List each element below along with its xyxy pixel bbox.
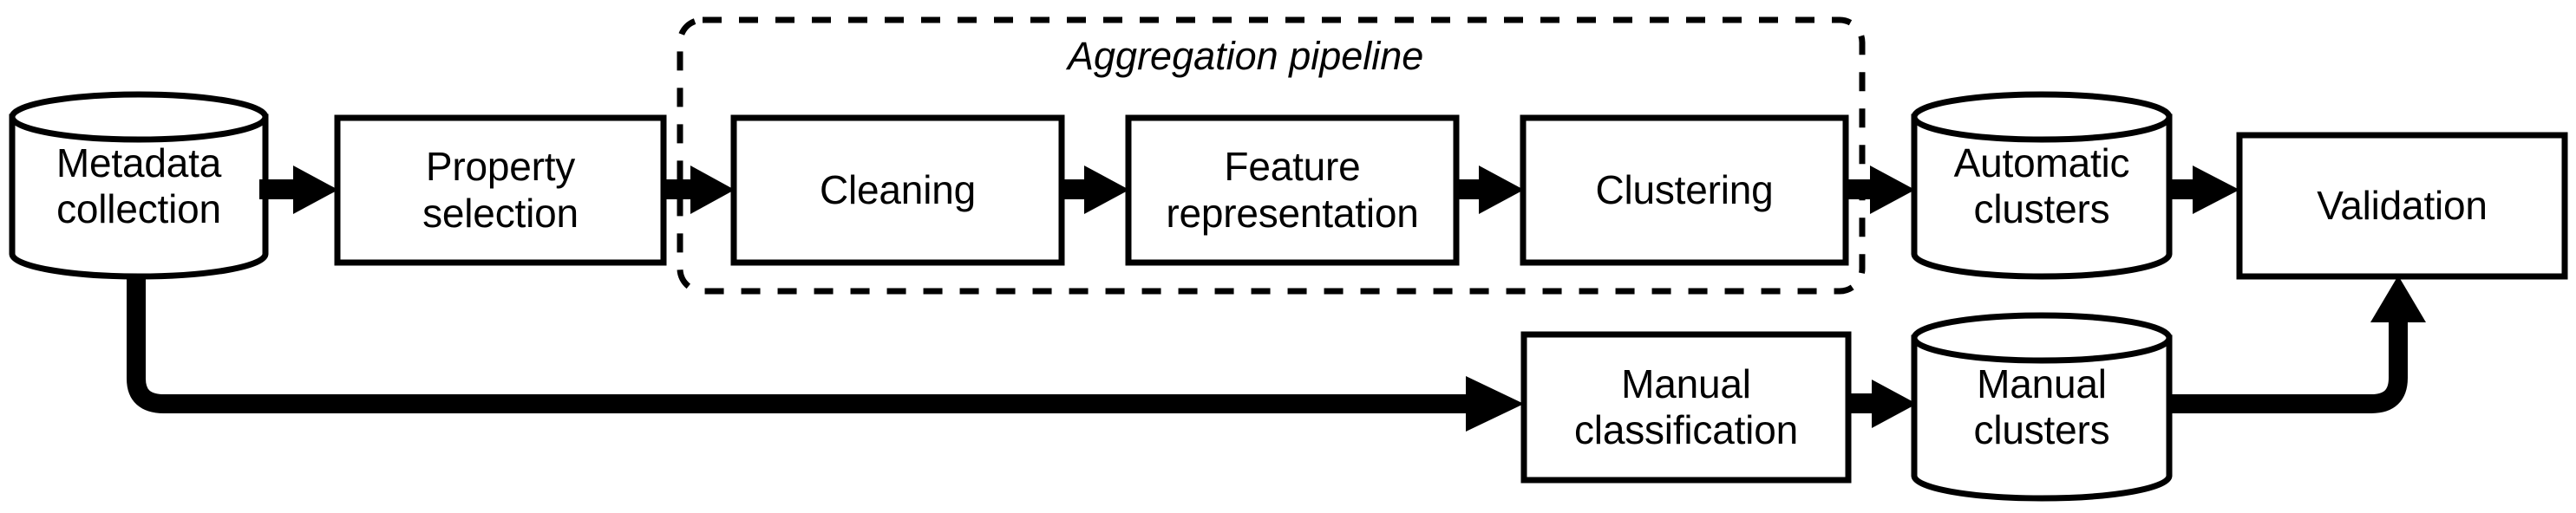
aggregation-pipeline-group-box xyxy=(677,16,1866,295)
node-validation xyxy=(2236,132,2568,280)
edge-manual-clusters-to-validation-head xyxy=(2370,276,2426,322)
edge-metadata-to-manual-classification xyxy=(127,260,1474,413)
edge-metadata-to-property-selection xyxy=(259,166,338,214)
node-feature-representation xyxy=(1125,114,1460,266)
node-property-selection xyxy=(334,114,667,266)
edge-cleaning-to-feature-representation xyxy=(1062,166,1129,214)
edge-automatic-clusters-to-validation xyxy=(2167,166,2239,214)
edge-manual-classification-to-manual-clusters xyxy=(1847,380,1917,428)
edge-property-selection-to-cleaning xyxy=(663,166,735,214)
edge-manual-clusters-to-validation xyxy=(2142,316,2408,413)
node-metadata-collection xyxy=(9,91,269,280)
edge-metadata-to-manual-classification-head xyxy=(1466,376,1524,432)
edge-clustering-to-automatic-clusters xyxy=(1846,166,1915,214)
edge-feature-representation-to-clustering xyxy=(1456,166,1524,214)
node-clustering xyxy=(1520,114,1849,266)
node-manual-classification xyxy=(1520,331,1852,484)
node-automatic-clusters xyxy=(1911,91,2173,280)
aggregation-pipeline-label: Aggregation pipeline xyxy=(1068,34,1424,78)
node-cleaning xyxy=(730,114,1065,266)
node-manual-clusters xyxy=(1911,312,2173,502)
